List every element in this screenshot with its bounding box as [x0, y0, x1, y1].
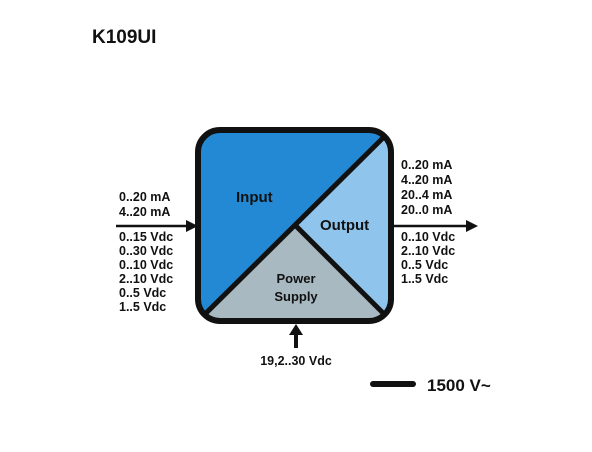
input-voltage-signal: 2..10 Vdc — [119, 272, 173, 286]
input-voltage-signal: 0..10 Vdc — [119, 258, 173, 272]
converter-block — [198, 130, 391, 321]
power-supply-voltage: 19,2..30 Vdc — [260, 354, 332, 368]
input-voltage-signal: 1..5 Vdc — [119, 300, 166, 314]
model-title: K109UI — [92, 27, 156, 48]
output-label: Output — [320, 217, 369, 234]
input-current-signal: 4..20 mA — [119, 205, 170, 219]
input-voltage-signal: 0..5 Vdc — [119, 286, 166, 300]
output-current-signal: 0..20 mA — [401, 158, 452, 172]
power-supply-arrow — [289, 324, 303, 348]
output-voltage-signal: 0..5 Vdc — [401, 258, 448, 272]
output-current-signal: 4..20 mA — [401, 173, 452, 187]
input-divider — [198, 130, 391, 321]
output-voltage-signal: 0..10 Vdc — [401, 230, 455, 244]
output-region — [296, 130, 391, 321]
output-arrow — [394, 220, 478, 232]
output-voltage-signal: 2..10 Vdc — [401, 244, 455, 258]
block-border — [195, 127, 394, 324]
output-voltage-signal: 1..5 Vdc — [401, 272, 448, 286]
power-label-line2: Supply — [274, 289, 318, 304]
input-arrow — [116, 220, 198, 232]
output-current-signal: 20..0 mA — [401, 203, 452, 217]
input-current-signal: 0..20 mA — [119, 190, 170, 204]
input-voltage-signal: 0..30 Vdc — [119, 244, 173, 258]
power-supply-region — [198, 226, 391, 321]
power-label-line1: Power — [276, 271, 315, 286]
isolation-voltage: 1500 V~ — [427, 376, 491, 395]
input-label: Input — [236, 189, 273, 206]
isolation-line-icon — [370, 381, 416, 387]
power-divider — [294, 224, 391, 321]
output-current-signal: 20..4 mA — [401, 188, 452, 202]
input-voltage-signal: 0..15 Vdc — [119, 230, 173, 244]
